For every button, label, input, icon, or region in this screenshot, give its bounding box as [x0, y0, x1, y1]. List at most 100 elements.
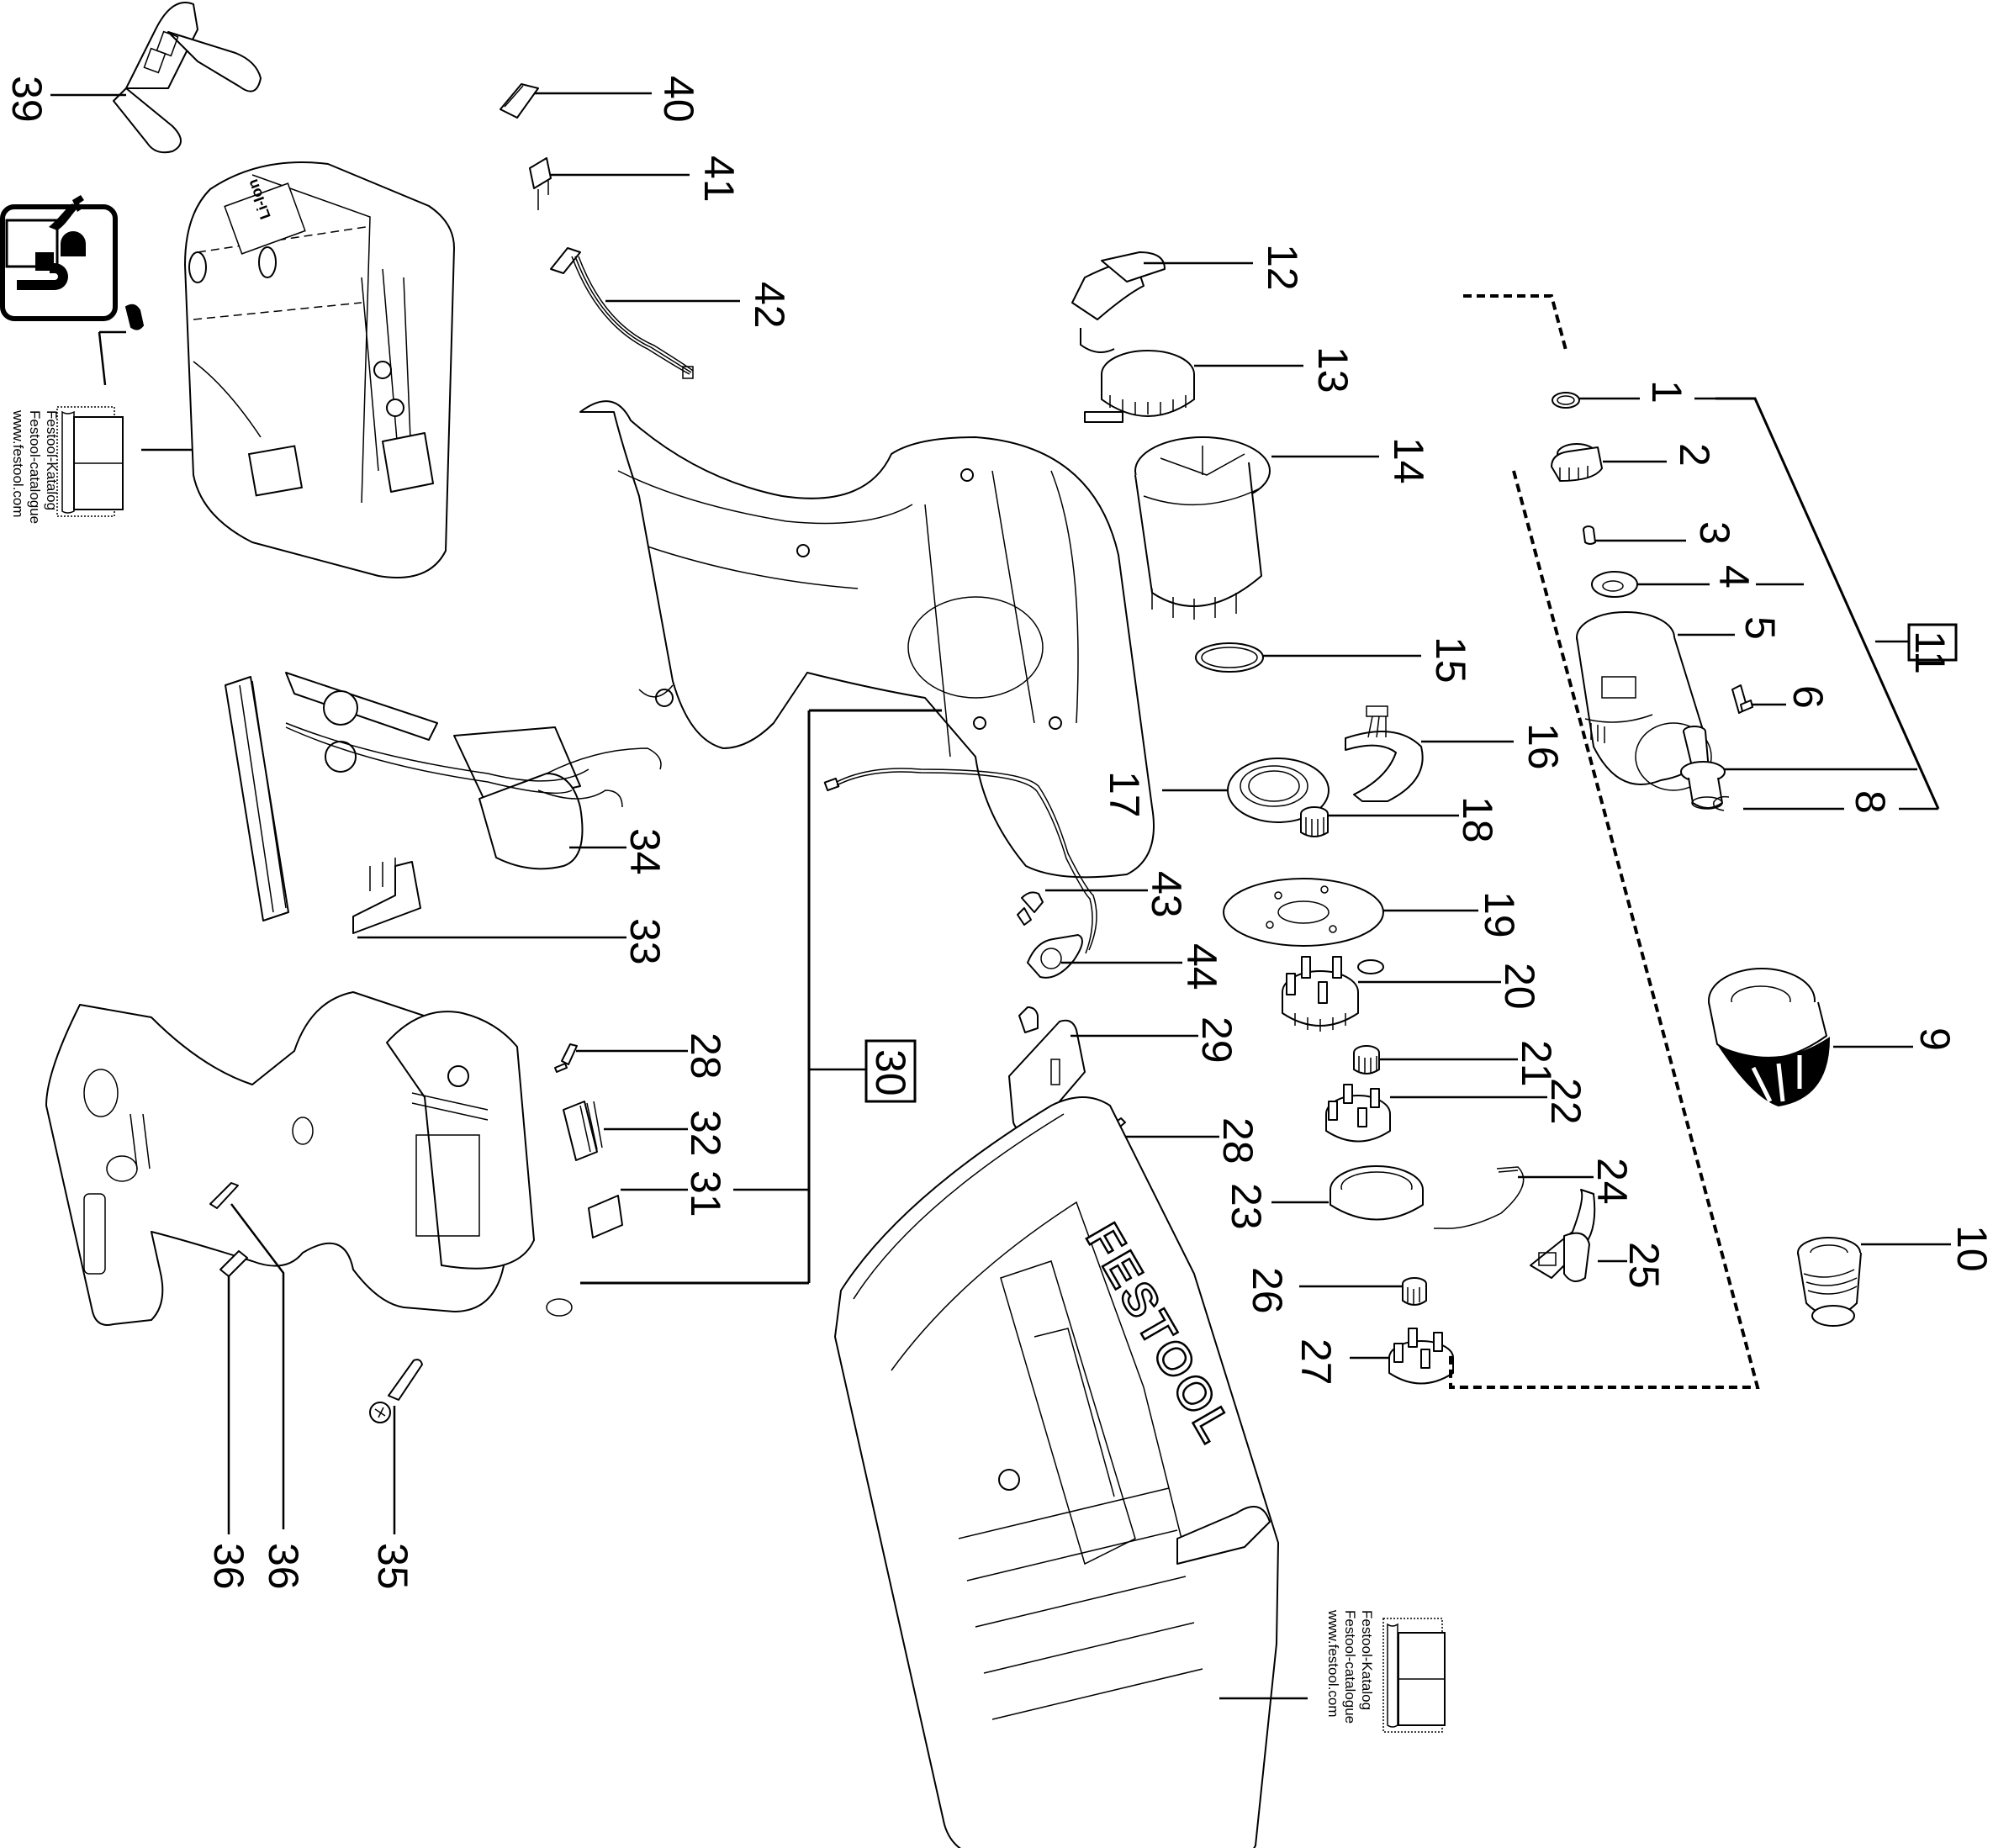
callout-12: 12 [1259, 244, 1306, 291]
callout-13: 13 [1309, 346, 1356, 393]
callout-1: 1 [1643, 380, 1690, 404]
catalog-top-line2: Festool-catalogue [27, 410, 43, 524]
battery-pack-top: Li-Ion [184, 161, 455, 578]
part-34-electronics-trigger [225, 672, 662, 921]
part-24-wire-spring [1434, 1166, 1525, 1229]
part-15-seal-ring [1195, 642, 1264, 673]
part-35-screw [369, 1359, 423, 1423]
part-4-washer [1591, 571, 1638, 598]
callout-15: 15 [1427, 636, 1474, 684]
callout-19: 19 [1476, 891, 1523, 938]
catalog-text-top: Festool-Katalog Festool-catalogue www.fe… [10, 409, 60, 524]
catalog-top-line1: Festool-Katalog [44, 410, 60, 510]
part-21-gear [1353, 1045, 1380, 1074]
part-43-led-cable [823, 768, 1097, 954]
part-6-pawl [1731, 684, 1753, 714]
callout-4: 4 [1710, 565, 1758, 589]
part-42-cable [550, 247, 694, 379]
callout-25: 25 [1620, 1242, 1668, 1289]
callout-35: 35 [369, 1543, 416, 1590]
callout-30: 30 [867, 1049, 914, 1096]
callout-20: 20 [1496, 963, 1543, 1010]
callout-3: 3 [1691, 521, 1738, 545]
callout-2: 2 [1671, 443, 1718, 467]
part-44-lens [1027, 934, 1083, 979]
callout-44: 44 [1178, 943, 1225, 990]
boxed-callout-11-frame [1907, 623, 1958, 662]
group-dashed-outline [1449, 294, 1760, 1389]
part-20-planet-carrier [1282, 956, 1359, 1032]
callout-43: 43 [1143, 871, 1190, 918]
housing-half-lower [45, 991, 573, 1326]
part-26-pinion [1402, 1277, 1427, 1306]
part-40 [500, 83, 539, 119]
callout-18: 18 [1454, 796, 1501, 843]
part-28-contact-a [554, 1043, 578, 1073]
part-spindle [1680, 726, 1726, 810]
part-10-chuck-adapter [1797, 1237, 1862, 1327]
part-3-pin [1583, 525, 1596, 545]
callout-28-right: 28 [1214, 1117, 1261, 1164]
callout-29: 29 [1193, 1016, 1240, 1064]
callout-22: 22 [1542, 1078, 1589, 1125]
part-27-planet-carrier [1388, 1328, 1454, 1385]
part-41-switch [529, 157, 552, 210]
callout-28-left: 28 [682, 1032, 729, 1080]
callout-17: 17 [1101, 771, 1148, 818]
catalog-bottom-line3: www.festool.com [1325, 1609, 1341, 1718]
callout-11: 11 [1906, 631, 1953, 674]
callout-42: 42 [746, 282, 793, 329]
callout-9: 9 [1911, 1027, 1959, 1051]
part-33-battery-latch [352, 858, 421, 934]
belt-clip-39 [113, 2, 262, 154]
part-9-keyless-chuck [1708, 968, 1831, 1107]
callout-21: 21 [1513, 1040, 1560, 1087]
callout-16: 16 [1520, 723, 1567, 770]
part-8-retaining-ring [1713, 795, 1730, 811]
part-23-ring-gear [1330, 1165, 1424, 1221]
part-31-label [588, 1195, 623, 1238]
callout-23: 23 [1223, 1183, 1270, 1230]
callout-41: 41 [695, 156, 743, 203]
callout-27: 27 [1293, 1338, 1340, 1386]
catalog-bottom-line1: Festool-Katalog [1359, 1610, 1375, 1710]
part-25-gear-selector [1530, 1189, 1596, 1282]
callout-36-right: 36 [260, 1543, 307, 1590]
boxed-callout-30-frame [864, 1039, 917, 1103]
main-housing-shell [579, 400, 1155, 879]
part-18-pinion [1300, 806, 1329, 837]
part-12-selector [1071, 251, 1166, 353]
callout-26: 26 [1244, 1267, 1291, 1314]
callout-40: 40 [655, 76, 702, 123]
callout-34: 34 [621, 828, 669, 875]
catalog-book-icon-bottom [1382, 1618, 1446, 1733]
callout-32: 32 [682, 1110, 729, 1157]
callout-8: 8 [1847, 790, 1894, 814]
catalog-top-line3: www.festool.com [10, 409, 26, 518]
part-2-lock-ring [1551, 443, 1603, 482]
part-32-switch-slider [563, 1101, 603, 1161]
part-22-planet-carrier [1325, 1084, 1391, 1143]
part-21-pinion [1357, 959, 1384, 974]
callout-24: 24 [1589, 1158, 1636, 1205]
callout-31: 31 [682, 1170, 729, 1217]
callout-6: 6 [1784, 685, 1832, 709]
part-17-bearing-plate [1227, 758, 1330, 823]
part-13-torque-ring [1084, 350, 1195, 423]
part-36-insert-a [209, 1182, 239, 1209]
callout-33: 33 [621, 918, 669, 965]
catalog-text-bottom: Festool-Katalog Festool-catalogue www.fe… [1325, 1609, 1375, 1724]
part-5-gear-housing [1576, 611, 1712, 791]
catalog-book-icon-top [56, 406, 124, 517]
callout-36-left: 36 [205, 1543, 252, 1590]
battery-release-clip [124, 304, 145, 330]
part-36-insert-b [219, 1250, 248, 1277]
catalog-bottom-line2: Festool-catalogue [1342, 1610, 1358, 1724]
callout-14: 14 [1385, 437, 1432, 484]
battery-pack-bottom: FESTOOL [834, 1096, 1279, 1848]
part-1-circlip [1552, 392, 1580, 409]
part-16-sensor-board [1345, 705, 1424, 802]
part-19-washer-plate [1223, 878, 1384, 947]
callout-10: 10 [1948, 1225, 1993, 1272]
